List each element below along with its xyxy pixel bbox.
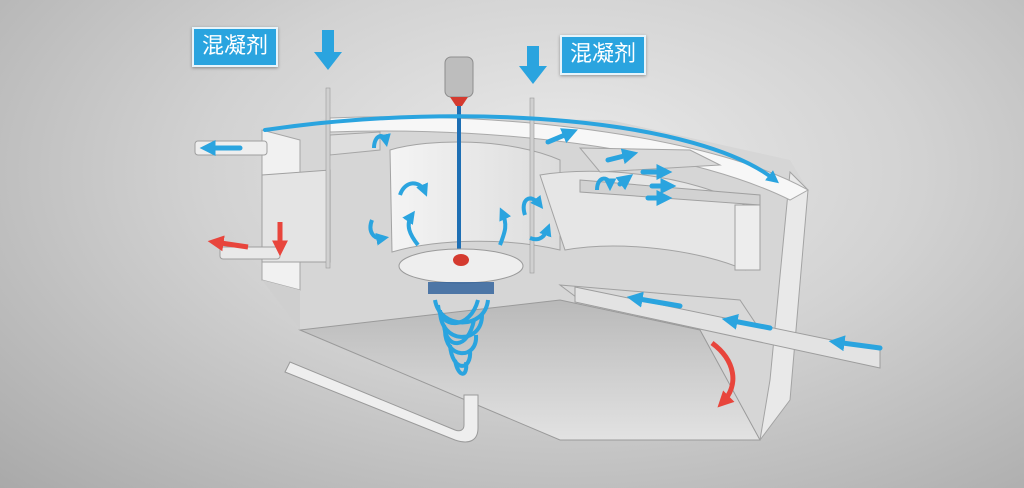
mixer-shaft bbox=[457, 106, 461, 256]
mixer bbox=[398, 56, 524, 294]
down-arrow-right-icon bbox=[519, 46, 547, 84]
dosing-arrows bbox=[314, 30, 547, 84]
impeller-blades bbox=[428, 282, 494, 294]
circulation-arrows bbox=[368, 133, 617, 247]
impeller-hub bbox=[453, 254, 469, 266]
motor-coupling bbox=[450, 97, 468, 106]
outlet-red-arrows bbox=[207, 222, 736, 408]
spiral-flow bbox=[433, 299, 490, 376]
coagulant-label-left: 混凝剂 bbox=[192, 27, 279, 67]
flow-arrows bbox=[199, 114, 883, 352]
sludge-pipe bbox=[284, 361, 479, 443]
coagulant-label-right: 混凝剂 bbox=[560, 35, 647, 75]
dosing-pipes bbox=[325, 87, 535, 274]
mixer-motor bbox=[444, 56, 474, 98]
down-arrow-left-icon bbox=[314, 30, 342, 70]
